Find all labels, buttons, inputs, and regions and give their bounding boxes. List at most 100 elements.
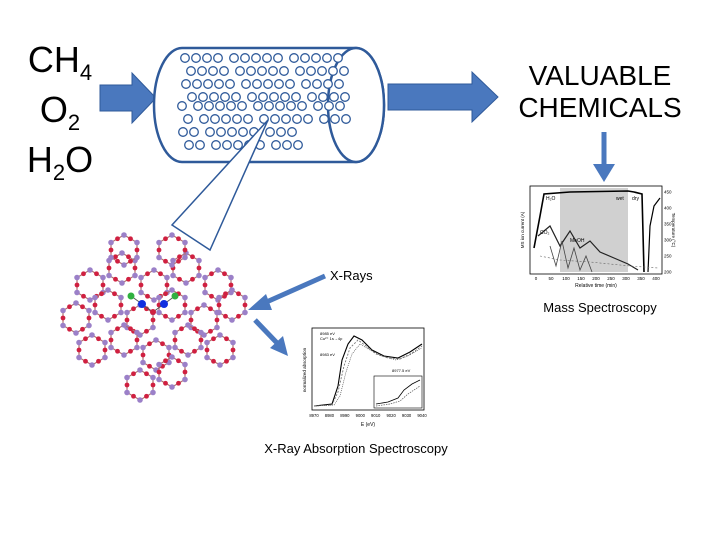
oxygen-atom — [131, 371, 136, 377]
xrays-label: X-Rays — [330, 268, 373, 283]
catalyst-bead — [241, 79, 251, 89]
catalyst-bead — [282, 140, 292, 150]
aluminum-atom — [171, 292, 179, 300]
catalyst-bead — [307, 92, 317, 102]
framework-atom — [106, 272, 112, 279]
catalyst-bead — [319, 114, 329, 124]
framework-atom — [217, 332, 223, 338]
framework-atom — [169, 354, 175, 360]
oxygen-atom — [211, 358, 216, 364]
framework-atom — [216, 309, 222, 316]
oxygen-atom — [177, 276, 182, 282]
oxygen-atom — [230, 347, 236, 353]
catalyst-bead — [292, 114, 302, 124]
oxygen-atom — [124, 382, 130, 388]
framework-atom — [73, 300, 79, 306]
oxygen-atom — [113, 254, 118, 260]
oxygen-atom — [128, 348, 133, 354]
oxygen-atom — [131, 393, 136, 399]
catalyst-bead — [253, 101, 263, 111]
oxygen-atom — [192, 348, 197, 354]
catalyst-bead — [226, 101, 236, 111]
oxygen-atom — [115, 258, 120, 264]
framework-atom — [121, 262, 127, 268]
reactant-water: H2O — [26, 139, 94, 185]
framework-atom — [134, 329, 140, 336]
framework-atom — [182, 309, 188, 316]
oxygen-atom — [128, 326, 133, 332]
catalyst-bead — [311, 53, 321, 63]
oxygen-atom — [108, 247, 114, 253]
oxygen-atom — [144, 371, 149, 377]
oxygen-atom — [128, 236, 133, 242]
catalyst-bead — [192, 79, 202, 89]
ms-x-tick-label: 350 — [637, 276, 645, 281]
catalyst-bead — [252, 79, 262, 89]
catalyst-bead — [279, 66, 289, 76]
framework-atom — [170, 257, 176, 264]
oxygen-atom — [222, 271, 227, 277]
oxygen-atom — [74, 282, 80, 288]
oxygen-atom — [113, 276, 118, 282]
framework-atom — [183, 280, 189, 286]
oxygen-atom — [106, 265, 112, 271]
xas-x-tick-label: 8970 — [309, 413, 319, 418]
oxygen-atom — [182, 369, 188, 375]
framework-atom — [121, 232, 127, 238]
absorption-arrow — [253, 318, 288, 356]
framework-atom — [105, 317, 111, 323]
catalyst-bead — [214, 79, 224, 89]
catalyst-bead — [271, 140, 281, 150]
xas-annotation-1: 8985 eV — [320, 331, 335, 336]
catalyst-bead — [322, 53, 332, 63]
xas-annotation-3: 8983 eV — [320, 352, 335, 357]
framework-atom — [73, 330, 79, 336]
oxygen-atom — [134, 337, 140, 343]
oxygen-atom — [112, 291, 117, 297]
oxygen-atom — [163, 258, 168, 264]
oxygen-atom — [81, 293, 86, 299]
catalyst-bead — [280, 92, 290, 102]
ms-x-axis: Relative time (min) — [575, 283, 617, 289]
catalyst-bead — [187, 92, 197, 102]
framework-atom — [156, 361, 162, 368]
catalyst-bead — [339, 66, 349, 76]
oxygen-atom — [176, 380, 181, 386]
framework-atom — [169, 287, 175, 293]
framework-atom — [151, 297, 157, 303]
oxygen-atom — [115, 326, 120, 332]
framework-atom — [202, 274, 208, 281]
catalyst-bead — [178, 127, 188, 137]
oxygen-atom — [147, 341, 152, 347]
oxygen-atom — [223, 291, 228, 297]
framework-atom — [229, 317, 235, 323]
framework-atom — [86, 322, 92, 329]
framework-atom — [229, 287, 235, 293]
copper-atom — [160, 300, 168, 308]
oxygen-atom — [209, 271, 214, 277]
framework-atom — [92, 309, 98, 316]
framework-atom — [132, 272, 138, 279]
framework-atom — [124, 389, 130, 396]
framework-atom — [124, 309, 130, 316]
ms-y-axis-right: Temperature (°C) — [671, 213, 676, 248]
framework-atom — [121, 322, 127, 328]
catalyst-bead — [328, 66, 338, 76]
ms-y-axis-left: MS ion current (A) — [520, 211, 525, 248]
catalyst-beads — [177, 53, 351, 150]
framework-atom — [156, 376, 162, 383]
framework-atom — [74, 289, 80, 296]
framework-atom — [242, 309, 248, 316]
catalyst-bead — [193, 101, 203, 111]
oxygen-atom — [158, 271, 163, 277]
catalyst-bead — [198, 92, 208, 102]
bridging-oxygen-atom — [150, 309, 156, 315]
catalyst-bead — [232, 114, 242, 124]
framework-atom — [196, 272, 202, 279]
reactor-tube — [152, 46, 386, 164]
oxygen-atom — [179, 348, 184, 354]
xas-annotation-4: 8977.5 eV — [392, 368, 411, 373]
catalyst-bead — [262, 53, 272, 63]
catalyst-bead — [191, 53, 201, 63]
